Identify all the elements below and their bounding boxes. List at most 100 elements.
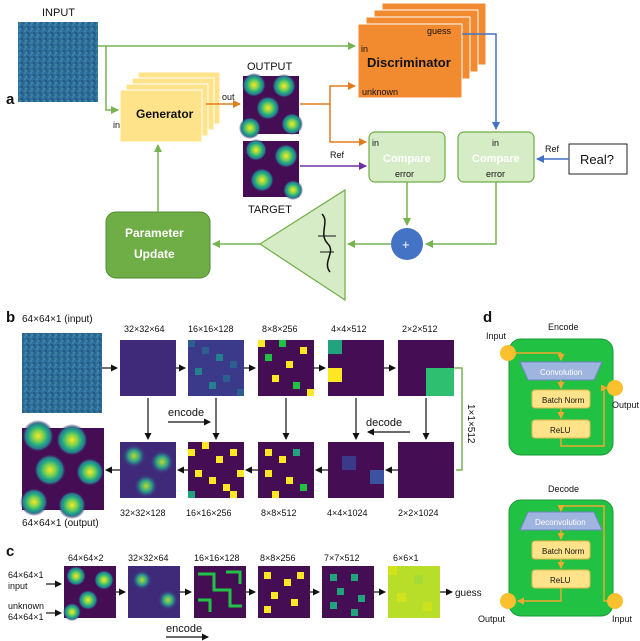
compare-2-error: error bbox=[486, 169, 505, 179]
panel-a-arrows bbox=[98, 33, 569, 248]
b-top-row bbox=[120, 340, 454, 396]
b-top-5 bbox=[398, 340, 454, 396]
c-img-6 bbox=[388, 566, 440, 618]
b-bottom-5 bbox=[398, 442, 454, 498]
b-top-1 bbox=[120, 340, 176, 396]
b-input-label: 64×64×1 (input) bbox=[22, 314, 93, 325]
b-bottleneck-path bbox=[454, 367, 463, 471]
panel-label-d: d bbox=[483, 309, 492, 326]
compare-1-error: error bbox=[395, 169, 414, 179]
d-bn2-label: Batch Norm bbox=[542, 547, 585, 556]
d-output-label: Output bbox=[612, 400, 640, 410]
param-update-line2: Update bbox=[134, 247, 175, 261]
d-deconv-shape bbox=[519, 511, 603, 531]
compare-1-label: Compare bbox=[383, 153, 431, 165]
b-top-dim-3: 8×8×256 bbox=[262, 324, 298, 334]
d-conv-shape bbox=[519, 361, 603, 381]
sum-label: + bbox=[402, 237, 410, 252]
panel-label-c: c bbox=[6, 543, 14, 560]
b-top-3 bbox=[258, 340, 314, 396]
input-image bbox=[18, 22, 98, 102]
c-dim-6: 6×6×1 bbox=[393, 553, 419, 563]
b-top-4 bbox=[328, 340, 384, 396]
d-input-label: Input bbox=[486, 331, 507, 341]
b-bottleneck-label: 1×1×512 bbox=[465, 404, 476, 444]
b-bottom-2 bbox=[188, 442, 244, 498]
gen-in-label: in bbox=[113, 120, 120, 130]
panel-label-b: b bbox=[6, 309, 15, 326]
c-dim-1: 64×64×2 bbox=[68, 553, 104, 563]
unknown-label: unknown bbox=[362, 87, 398, 97]
real-label: Real? bbox=[580, 152, 614, 167]
b-bottom-dim-2: 16×16×256 bbox=[186, 508, 232, 518]
b-encode-label: encode bbox=[168, 407, 204, 419]
d-bn-label: Batch Norm bbox=[542, 396, 585, 405]
b-bottom-dim-4: 4×4×1024 bbox=[327, 508, 368, 518]
generator-stack bbox=[119, 71, 221, 143]
compare-1-in: in bbox=[372, 138, 379, 148]
b-top-dim-4: 4×4×512 bbox=[331, 324, 367, 334]
d-output2-node bbox=[500, 593, 516, 609]
c-input-line2: input bbox=[8, 581, 28, 591]
sum-node bbox=[391, 228, 423, 260]
compare-2-label: Compare bbox=[472, 153, 520, 165]
d-input-node bbox=[500, 345, 516, 361]
c-img-3 bbox=[194, 566, 246, 618]
d-output2-label: Output bbox=[478, 614, 506, 624]
b-bottom-4 bbox=[328, 442, 384, 498]
b-input-image bbox=[22, 333, 102, 413]
panel-b-arrows bbox=[102, 364, 430, 474]
output-label: OUTPUT bbox=[247, 61, 293, 73]
parameter-update-box bbox=[105, 211, 211, 279]
b-top-dim-2: 16×16×128 bbox=[188, 324, 234, 334]
input-label: INPUT bbox=[42, 7, 75, 19]
d-relu-label: ReLU bbox=[550, 426, 571, 435]
b-bottom-dim-5: 2×2×1024 bbox=[398, 508, 439, 518]
param-update-line1: Parameter bbox=[125, 226, 184, 240]
output-image bbox=[239, 73, 303, 139]
d-relu2-label: ReLU bbox=[550, 576, 571, 585]
c-img-4 bbox=[258, 566, 310, 618]
c-unknown-line2: 64×64×1 bbox=[8, 612, 44, 622]
b-bottom-dims: 32×32×128 16×16×256 8×8×512 4×4×1024 2×2×102… bbox=[120, 508, 439, 518]
panel-c-arrows bbox=[46, 580, 453, 641]
b-bottom-3 bbox=[258, 442, 314, 498]
ref-2-label: Ref bbox=[545, 144, 560, 154]
real-box bbox=[568, 143, 628, 175]
c-guess-label: guess bbox=[455, 588, 482, 599]
c-img-2 bbox=[128, 566, 180, 618]
out-label: out bbox=[222, 92, 235, 102]
target-image bbox=[243, 139, 303, 200]
d-conv-label: Convolution bbox=[540, 368, 582, 377]
c-input-line1: 64×64×1 bbox=[8, 570, 44, 580]
disc-in-label: in bbox=[361, 44, 368, 54]
d-output-node bbox=[607, 380, 623, 396]
generator-label: Generator bbox=[136, 107, 194, 121]
c-dim-3: 16×16×128 bbox=[194, 553, 240, 563]
b-top-2 bbox=[188, 340, 244, 396]
d-encode-arrows bbox=[516, 352, 608, 447]
c-img-1 bbox=[63, 566, 116, 621]
b-bottom-1 bbox=[120, 442, 176, 498]
d-input2-node bbox=[607, 593, 623, 609]
d-encode-title: Encode bbox=[548, 322, 579, 332]
target-label: TARGET bbox=[248, 204, 292, 216]
c-dim-2: 32×32×64 bbox=[128, 553, 169, 563]
panel-label-a: a bbox=[6, 91, 15, 108]
d-deconv-label: Deconvolution bbox=[535, 518, 586, 527]
b-top-dim-5: 2×2×512 bbox=[402, 324, 438, 334]
discriminator-stack bbox=[357, 2, 487, 99]
d-decode-arrows bbox=[517, 505, 607, 605]
ref-1-label: Ref bbox=[330, 150, 345, 160]
b-decode-label: decode bbox=[366, 417, 402, 429]
c-dim-4: 8×8×256 bbox=[260, 553, 296, 563]
b-top-dims: 32×32×64 16×16×128 8×8×256 4×4×512 2×2×512 bbox=[124, 324, 438, 334]
b-bottom-dim-1: 32×32×128 bbox=[120, 508, 166, 518]
d-decode-title: Decode bbox=[548, 484, 579, 494]
optimizer-curve bbox=[321, 213, 332, 273]
b-bottom-dim-3: 8×8×512 bbox=[261, 508, 297, 518]
c-unknown-line1: unknown bbox=[8, 601, 44, 611]
b-top-dim-1: 32×32×64 bbox=[124, 324, 165, 334]
